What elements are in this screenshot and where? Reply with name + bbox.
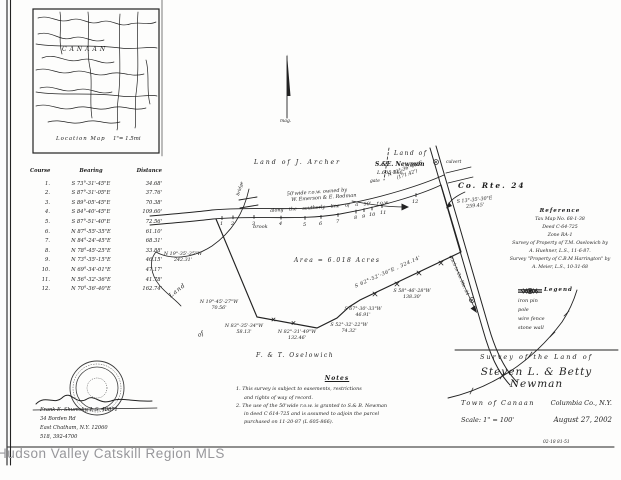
stone-wall-icon (518, 289, 542, 293)
mls-watermark: Hudson Valley Catskill Region MLS (0, 446, 225, 461)
course-number: 12 (412, 199, 419, 205)
note-line: 2. The use of the 50'wide r.o.w. is gran… (236, 402, 388, 409)
course-number: 4 (279, 221, 283, 227)
sheet-ref-number: 02-18 81-51 (543, 440, 570, 445)
reference-line: Survey of Property of T.M. Oselowich by (512, 241, 608, 246)
north-arrow-label: mag. (280, 119, 292, 124)
course-number: 3 (252, 221, 256, 227)
reference-line: Deed C-64-725 (542, 225, 578, 230)
surveyor-address: East Chatham, N.Y. 12060 (40, 425, 108, 431)
adjoiner-newman: S.&E. Newman (375, 161, 425, 168)
legend-item: iron pin (518, 289, 614, 305)
legend-title: Legend (544, 287, 573, 293)
north-arrow-icon (286, 54, 291, 119)
surveyor-seal-icon (69, 360, 125, 416)
date-label: August 27, 2002 (553, 416, 612, 424)
reference-line: Zone RA-1 (547, 233, 573, 238)
bridge-icon (238, 196, 259, 209)
county-label: Columbia Co., N.Y. (550, 399, 612, 407)
course-table: Course Bearing Distance 1.S 73°-31'-45"E… (30, 168, 162, 296)
notes-block: Notes 1. This survey is subject to easem… (236, 375, 438, 427)
title-heading: Survey of the Land of (479, 353, 594, 361)
location-map-scale: 1"= 1.5mi (113, 136, 141, 142)
note-line: purchased on 11-20-87 (L 605-866). (244, 419, 334, 426)
owner-name: Steven L. & Betty Newman (480, 366, 593, 390)
bearing-south-2: N 82°-31'-49"W 132.46' (277, 330, 317, 341)
adjoiner-newman-liber: L.605-866 (377, 170, 403, 176)
reference-line: Survey "Property of C.B.M Harrington" by (509, 257, 611, 262)
title-block: Survey of the Land of Steven L. & Betty … (455, 353, 618, 424)
location-map-caption: Location Map (56, 136, 106, 142)
surveyor-phone: 518, 392-4700 (40, 434, 78, 440)
reference-block: Reference Tax Map No. 68-1-38 Deed C-64-… (498, 207, 621, 272)
bearing-west-short: N 19°-45'-27"W 70.56' (199, 300, 239, 311)
surveyor-block: Frank E. Shumsky, L.S. 48871 34 Borden R… (40, 406, 118, 442)
surveyor-name: Frank E. Shumsky, L.S. 48871 (40, 407, 118, 413)
legend-item: pole (518, 288, 614, 314)
legend: Legend iron pin pole wire fence (518, 287, 614, 332)
course-number: 2 (231, 221, 235, 227)
signature-icon (32, 394, 158, 411)
brook-label: brook (253, 224, 268, 230)
note-line: 1. This survey is subject to easements, … (236, 386, 362, 393)
reference-line: A. Huehner, L.S., 11-6-87. (529, 249, 591, 254)
bearing-south-1: N 83°-35'-34"W 58.13' (224, 324, 264, 335)
course-table-header: Course Bearing Distance (30, 168, 162, 174)
course-number: 8 (354, 215, 358, 221)
area-label: Area = 6.018 Acres (294, 257, 381, 264)
adjoiner-archer: Land of J. Archer (254, 159, 342, 166)
course-number: 1 (220, 221, 224, 227)
legend-item: wire fence (518, 288, 614, 323)
bearing-south-5: S 58°-46'-28"W 138.30' (393, 289, 431, 300)
reference-title: Reference (539, 208, 581, 214)
course-number: 11 (380, 210, 387, 216)
notes-title: Notes (324, 375, 350, 382)
adjoiner-oselowich: F. & T. Oselowich (256, 352, 335, 359)
scale-label: Scale: 1" = 100' (461, 416, 515, 424)
note-line: and rights of way of record. (244, 394, 313, 401)
reference-line: Tax Map No. 68-1-38 (535, 217, 585, 222)
note-line: in deed C 614-725 and is assumed to adjo… (244, 411, 380, 418)
bearing-south-4: S 67°-30'-33"W 46.91' (344, 307, 382, 318)
location-map-icon (32, 0, 163, 157)
reference-line: A. Meier, L.S., 10-31-68 (531, 265, 589, 270)
legend-item: stone wall (518, 289, 614, 332)
adjoiner-newman-landof: Land of (394, 150, 428, 157)
location-map-region: CANAAN (62, 46, 109, 53)
town-label: Town of Canaan (461, 399, 535, 407)
course-number: 10 (369, 212, 376, 218)
culvert-label: culvert (446, 160, 462, 165)
road-label: Co. Rte. 24 (458, 181, 526, 190)
surveyor-address: 34 Borden Rd (40, 416, 76, 422)
gate-label: gate (370, 179, 380, 184)
bearing-south-3: S 52°-32'-22"W 74.32' (330, 323, 368, 334)
course-number: 6 (319, 221, 323, 227)
course-number: 5 (303, 222, 307, 228)
course-number: 9 (362, 214, 366, 220)
course-number: 7 (336, 219, 340, 225)
bearing-west-long: N 19°-35'-35"W 242.31' (163, 252, 203, 263)
